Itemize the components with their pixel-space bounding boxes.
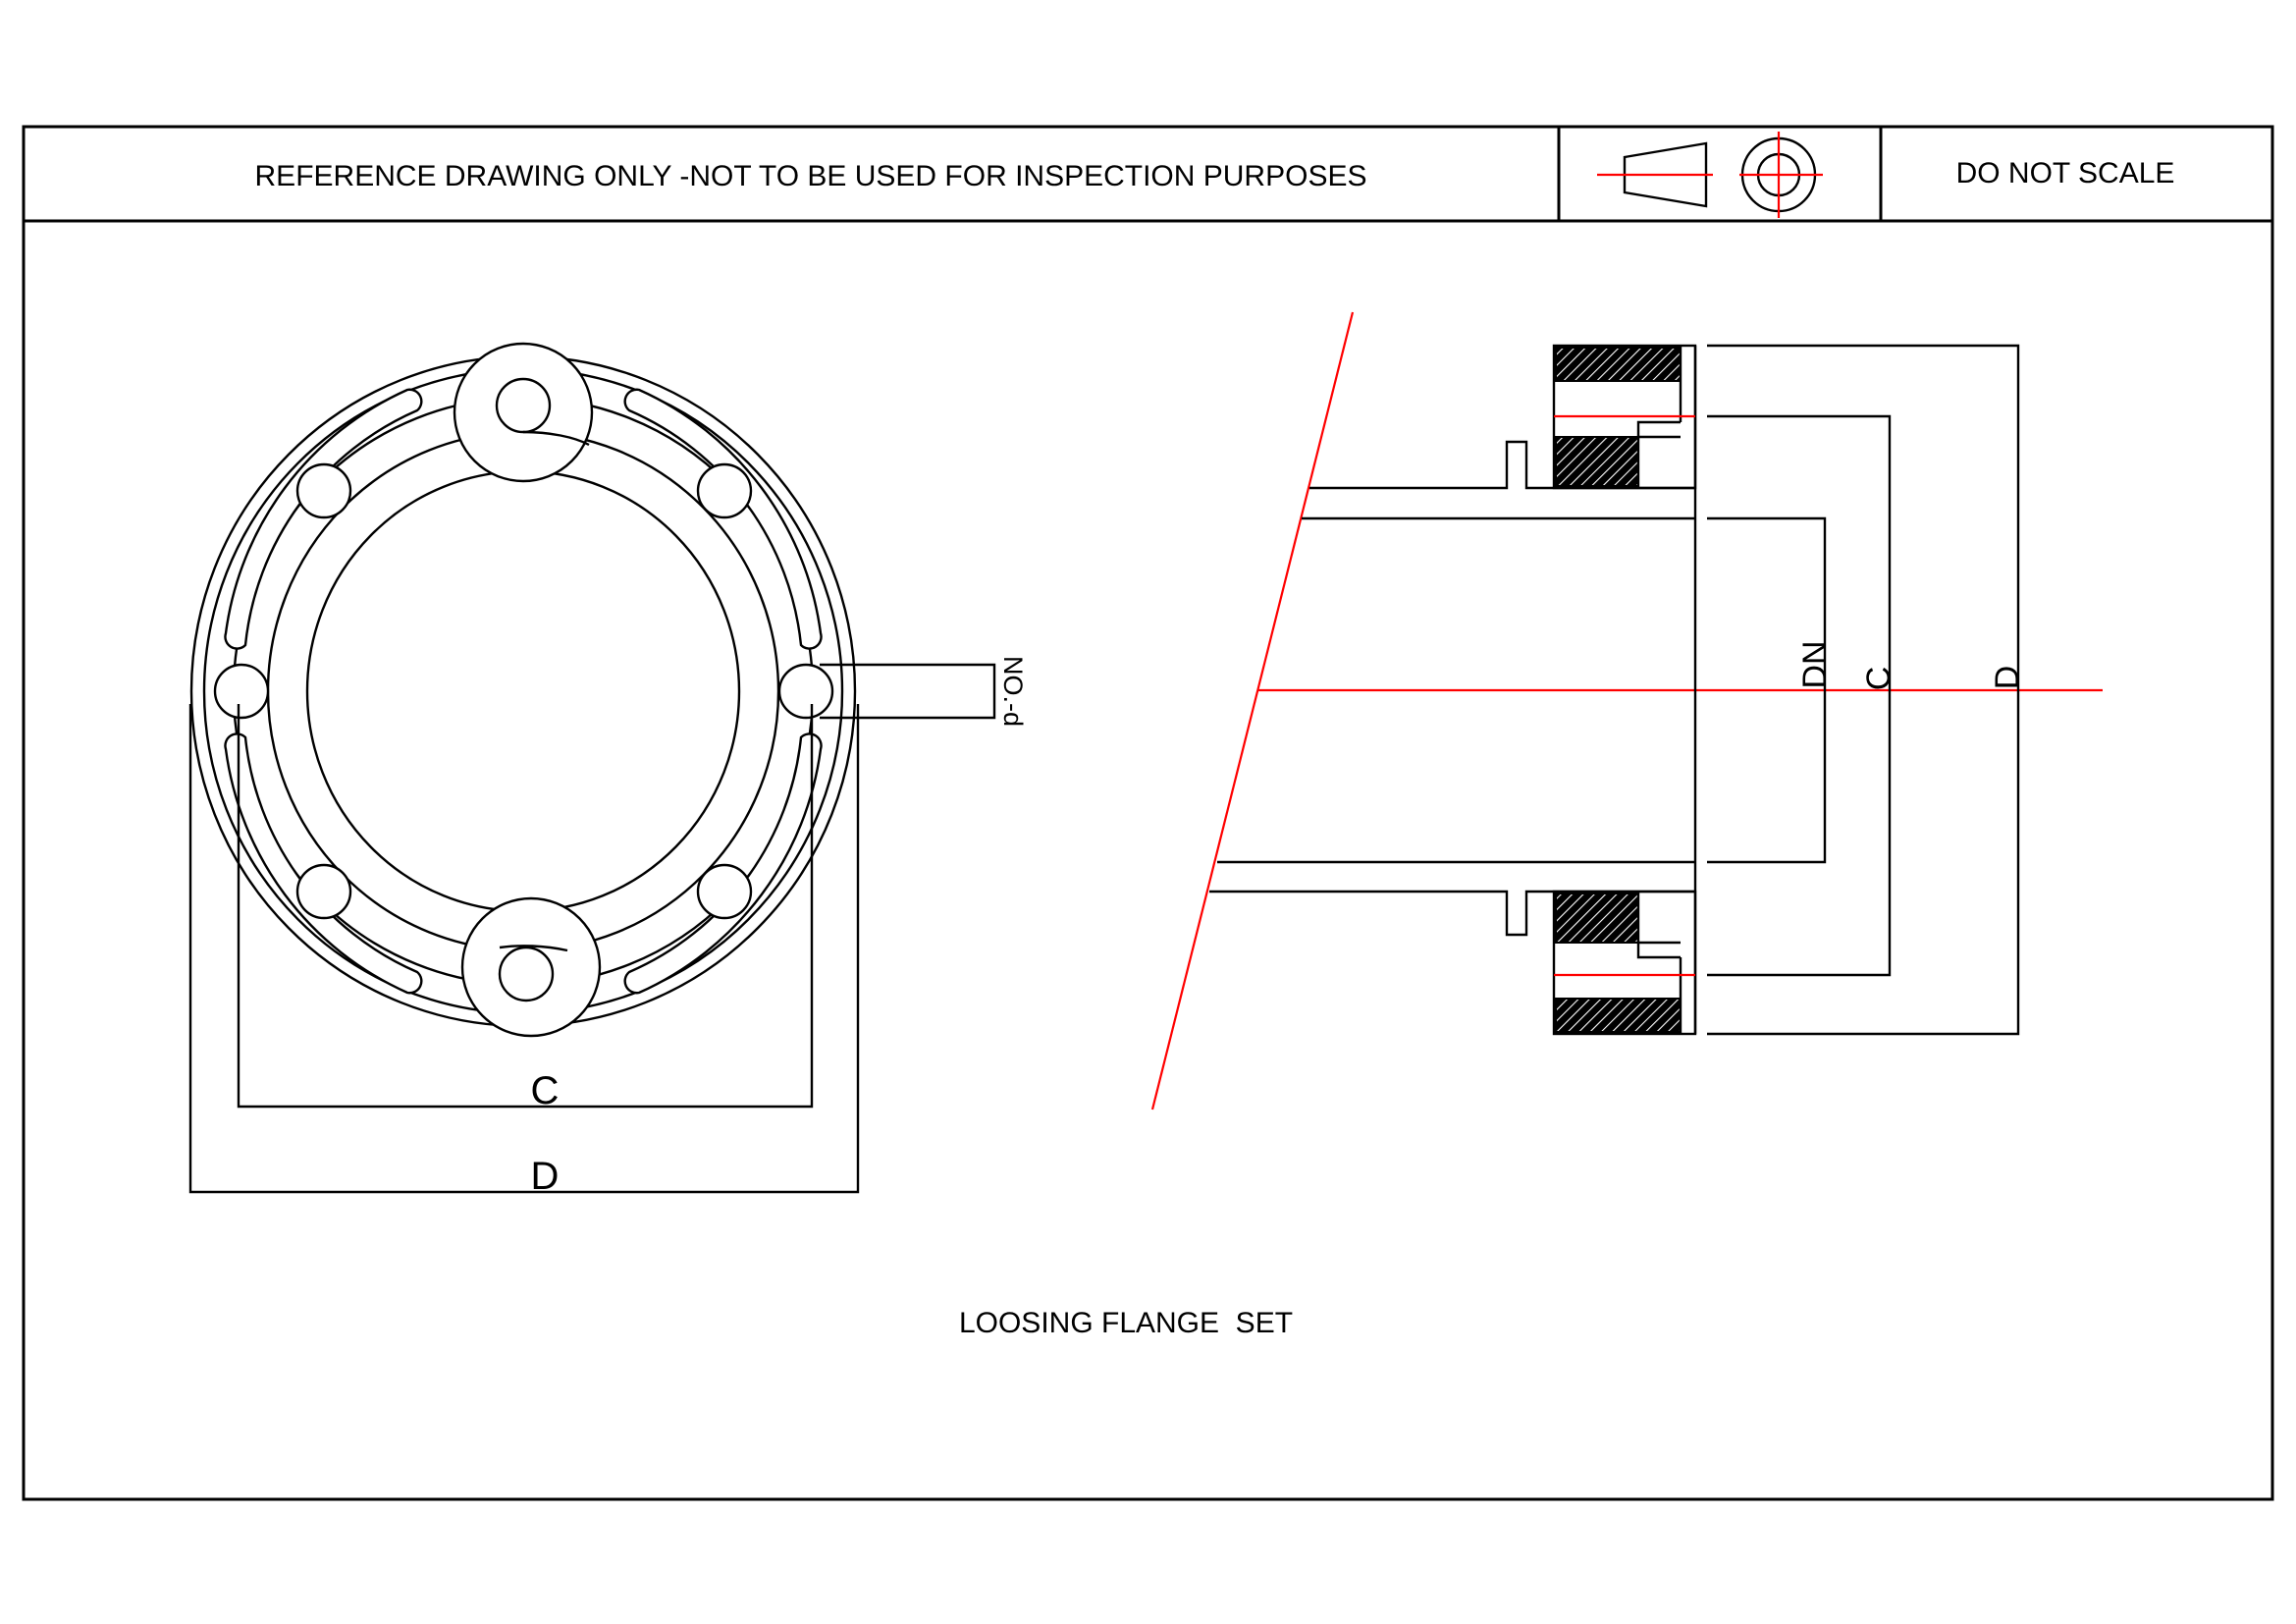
dim-dn-label: DN bbox=[1796, 640, 1834, 688]
flange-section-view: DN C D bbox=[1150, 311, 2103, 1110]
dim-d-line bbox=[188, 704, 860, 1194]
drawing-caption: LOOSING FLANGE SET bbox=[959, 1307, 1293, 1339]
dim-c-line bbox=[237, 704, 814, 1109]
slot-lower-right bbox=[623, 732, 823, 995]
slot-upper-right bbox=[623, 388, 823, 650]
reference-notice: REFERENCE DRAWING ONLY -NOT TO BE USED F… bbox=[255, 160, 1367, 192]
third-angle-projection-icon bbox=[1597, 132, 1823, 218]
dim-d-label: D bbox=[531, 1155, 560, 1198]
bolt-hole bbox=[696, 462, 753, 519]
hole-count-label: NO.-d bbox=[998, 656, 1028, 727]
bolt-hole bbox=[295, 462, 352, 519]
dim-dn-line bbox=[1707, 516, 1827, 864]
break-line bbox=[1150, 311, 1355, 1110]
loose-flange-lower bbox=[1552, 890, 1697, 1036]
dim-c-label-section: C bbox=[1860, 667, 1897, 691]
bolt-hole bbox=[777, 663, 834, 720]
bolt-hole bbox=[295, 863, 352, 920]
dim-d-label-section: D bbox=[1989, 666, 2026, 690]
slot-lower-left bbox=[224, 732, 423, 995]
bolt-hole bbox=[696, 863, 753, 920]
drawing-border bbox=[22, 125, 2274, 1501]
dim-c-label: C bbox=[531, 1069, 560, 1112]
hole-callout-leader bbox=[820, 663, 996, 720]
loose-flange-upper bbox=[1552, 344, 1697, 490]
do-not-scale-note: DO NOT SCALE bbox=[1956, 157, 2175, 189]
flange-front-view: NO.-d C D bbox=[188, 342, 1028, 1198]
bottom-boss bbox=[460, 896, 602, 1038]
slot-upper-left bbox=[224, 388, 423, 650]
dim-d-line-section bbox=[1707, 344, 2020, 1036]
top-boss bbox=[453, 342, 594, 483]
bolt-hole bbox=[213, 663, 270, 720]
dim-c-line-section bbox=[1707, 414, 1892, 977]
